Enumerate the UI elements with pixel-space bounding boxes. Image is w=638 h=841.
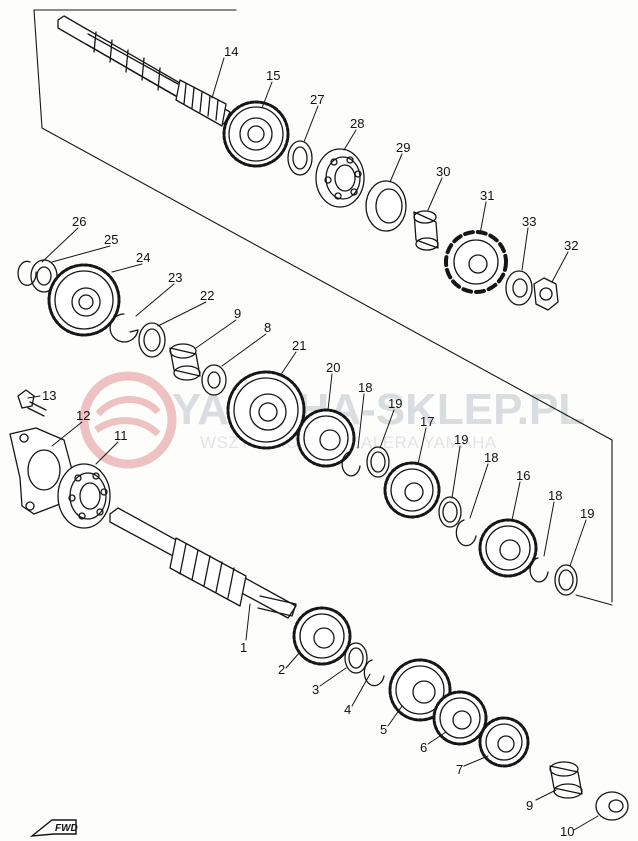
callout-13: 13: [42, 388, 56, 403]
callout-1: 1: [240, 640, 247, 655]
bearing-11: [57, 463, 111, 529]
callout-24: 24: [136, 250, 150, 265]
gear-2: [292, 606, 352, 666]
callout-18-a: 18: [358, 380, 372, 395]
bolt-13: [17, 389, 47, 417]
assembly-frame: [33, 9, 613, 606]
washer-22: [138, 322, 166, 358]
callout-23: 23: [168, 270, 182, 285]
callout-22: 22: [200, 288, 214, 303]
callout-labels: 14 15 27 28 29 30 31 33 32 26 25 24 23 2…: [42, 44, 594, 839]
nut-32: [533, 277, 559, 311]
callout-2: 2: [278, 662, 285, 677]
washer-19-b: [438, 496, 462, 528]
callout-19-b: 19: [454, 432, 468, 447]
gear-5: [388, 658, 452, 722]
washer-10: [595, 791, 629, 821]
callout-21: 21: [292, 338, 306, 353]
callout-9-upper: 9: [234, 306, 241, 321]
circlip-18-a: [341, 451, 361, 477]
lock-washer-33: [505, 270, 533, 306]
callout-10: 10: [560, 824, 574, 839]
gear-20: [296, 408, 356, 468]
callout-14: 14: [224, 44, 238, 59]
bearing-9-lower: [549, 761, 583, 799]
callout-27: 27: [310, 92, 324, 107]
callout-8: 8: [264, 320, 271, 335]
washer-3: [344, 642, 368, 674]
callout-26: 26: [72, 214, 86, 229]
circlip-4: [363, 659, 385, 687]
drive-axle-1: [109, 507, 297, 619]
callout-17: 17: [420, 414, 434, 429]
leader-lines: [27, 57, 599, 831]
oil-seal-29: [365, 180, 407, 232]
gear-7: [478, 716, 530, 768]
callout-33: 33: [522, 214, 536, 229]
gear-6: [432, 690, 488, 746]
collar-30: [413, 210, 439, 251]
callout-5: 5: [380, 722, 387, 737]
callout-6: 6: [420, 740, 427, 755]
circlip-26: [17, 260, 37, 286]
callout-18-b: 18: [484, 450, 498, 465]
callout-30: 30: [436, 164, 450, 179]
bearing-9-upper: [169, 343, 201, 381]
gear-24: [47, 263, 121, 337]
callout-15: 15: [266, 68, 280, 83]
callout-18-c: 18: [548, 488, 562, 503]
gear-16: [478, 518, 538, 578]
circlip-18-b: [455, 519, 477, 547]
callout-19-a: 19: [388, 396, 402, 411]
fwd-label: FWD: [55, 823, 78, 834]
callout-12: 12: [76, 408, 90, 423]
washer-19-a: [366, 446, 390, 478]
callout-29: 29: [396, 140, 410, 155]
gear-15: [222, 100, 290, 168]
callout-25: 25: [104, 232, 118, 247]
bearing-28: [315, 148, 365, 208]
callout-32: 32: [564, 238, 578, 253]
callout-4: 4: [344, 702, 351, 717]
callout-28: 28: [350, 116, 364, 131]
washer-19-c: [554, 564, 578, 596]
callout-11: 11: [114, 428, 128, 443]
callout-31: 31: [480, 188, 494, 203]
callout-16: 16: [516, 468, 530, 483]
washer-27: [287, 140, 313, 176]
watermark-logo-icon: [79, 371, 177, 469]
callout-7: 7: [456, 762, 463, 777]
callout-9-lower: 9: [526, 798, 533, 813]
callout-20: 20: [326, 360, 340, 375]
gear-21: [226, 370, 306, 450]
gear-17: [383, 461, 441, 519]
fwd-arrow-icon: FWD: [29, 819, 78, 837]
washer-8: [201, 364, 227, 396]
callout-19-c: 19: [580, 506, 594, 521]
main-axle: [57, 15, 231, 127]
circlip-18-c: [529, 557, 549, 583]
circlip-23: [109, 313, 139, 343]
callout-3: 3: [312, 682, 319, 697]
drive-sprocket-31: [444, 230, 508, 294]
